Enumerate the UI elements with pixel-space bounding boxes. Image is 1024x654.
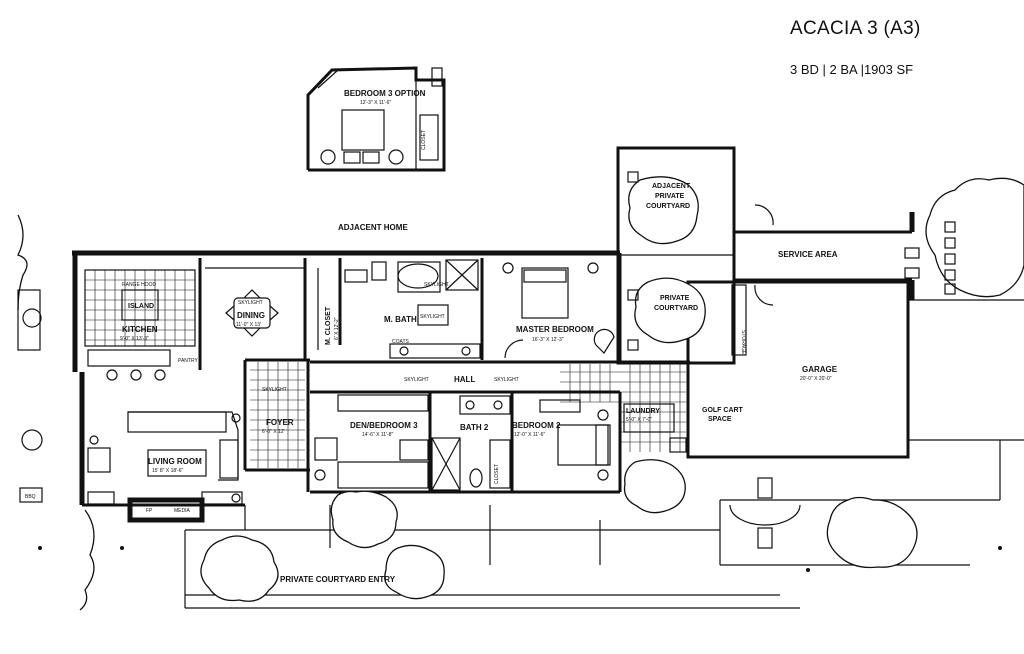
storage-label: STORAGE: [740, 330, 746, 355]
master-bath-fixtures: [317, 259, 481, 359]
dining-set: [225, 289, 279, 337]
main-walls: [72, 146, 736, 507]
kitchen-label: KITCHEN: [122, 325, 158, 334]
bbq-label: BBQ: [25, 494, 36, 500]
adjacent-home-label: ADJACENT HOME: [338, 223, 408, 232]
bedroom2-dim: 12'-0" X 11'-6": [514, 432, 545, 438]
pantry-label: PANTRY: [178, 358, 198, 364]
bedroom3-option-dim: 12'-3" X 11'-6": [360, 100, 391, 106]
den-label: DEN/BEDROOM 3: [350, 421, 418, 430]
private-courtyard-label-2: COURTYARD: [654, 305, 698, 312]
bath-skylight-label: SKYLIGHT: [424, 282, 449, 288]
m-closet-label: M. CLOSET: [325, 306, 332, 345]
private-courtyard-label-1: PRIVATE: [660, 295, 690, 302]
dining-dim: 11'-0" X 13': [236, 322, 261, 328]
bath2-fixtures: [431, 395, 511, 491]
coats-label: COATS: [392, 339, 410, 345]
living-room-dim: 15' 8" X 18'-6": [152, 468, 184, 474]
bath2-label: BATH 2: [460, 423, 489, 432]
adjacent-courtyard-label-3: COURTYARD: [646, 203, 690, 210]
media-label: MEDIA: [174, 508, 191, 514]
dining-skylight-label: SKYLIGHT: [238, 300, 263, 306]
master-bedroom-label: MASTER BEDROOM: [516, 325, 594, 334]
hall-label: HALL: [454, 375, 475, 384]
plan-title: ACACIA 3 (A3): [790, 18, 921, 39]
master-bedroom-furniture: [502, 262, 615, 359]
courtyard-entry-label: PRIVATE COURTYARD ENTRY: [280, 575, 396, 584]
foyer-skylight-label: SKYLIGHT: [262, 387, 287, 393]
bedroom3-option-label: BEDROOM 3 OPTION: [344, 89, 426, 98]
bedroom2-furniture: [539, 399, 611, 481]
range-hood-label: RANGE HOOD: [122, 282, 157, 288]
golf-cart-label-1: GOLF CART: [702, 407, 744, 414]
den-furniture: [314, 394, 429, 489]
bedroom3-option-inset: BEDROOM 3 OPTION 12'-3" X 11'-6" CLOSET: [306, 66, 446, 172]
golf-cart-label-2: SPACE: [708, 416, 732, 423]
foyer-tile: [250, 362, 305, 468]
master-bedroom-dim: 16'-3" X 12'-3": [532, 337, 564, 343]
laundry-dim: 5'-0" X 7'-0": [626, 417, 652, 423]
garage-label: GARAGE: [802, 365, 838, 374]
laundry-label: LAUNDRY: [626, 408, 660, 415]
bedroom2-label: BEDROOM 2: [512, 421, 561, 430]
hall-skylight-2: SKYLIGHT: [494, 377, 519, 383]
service-area-label: SERVICE AREA: [778, 250, 838, 259]
kitchen-tile: [84, 269, 196, 381]
laundry-tile: [560, 364, 686, 452]
garage-dim: 20'-0" X 20'-0": [800, 376, 832, 382]
den-dim: 14'-6" X 11'-8": [362, 432, 393, 438]
dining-label: DINING: [237, 311, 265, 320]
option-closet-label: CLOSET: [421, 130, 427, 150]
kitchen-dim: 9'-0" X 13'-3": [120, 336, 149, 342]
m-bath-skylight-label: SKYLIGHT: [420, 314, 445, 320]
m-bath-label: M. BATH: [384, 315, 417, 324]
trees: [17, 176, 1024, 611]
island-label: ISLAND: [128, 303, 154, 310]
living-room-furniture: [87, 411, 243, 523]
m-closet-dim: 6' X 12'-2": [334, 317, 340, 340]
foyer-label: FOYER: [266, 418, 294, 427]
courtyard-fixtures: [17, 171, 956, 503]
garage-block: [686, 204, 1024, 459]
adjacent-courtyard-label-2: PRIVATE: [655, 193, 685, 200]
foyer-dim: 6'-0" X 12': [262, 429, 285, 435]
living-room-label: LIVING ROOM: [148, 457, 202, 466]
adjacent-courtyard-label-1: ADJACENT: [652, 183, 691, 190]
fp-label: FP: [146, 508, 153, 514]
plan-subtitle: 3 BD | 2 BA |1903 SF: [790, 62, 914, 77]
bath2-closet-label: CLOSET: [494, 464, 500, 484]
hall-skylight-1: SKYLIGHT: [404, 377, 429, 383]
